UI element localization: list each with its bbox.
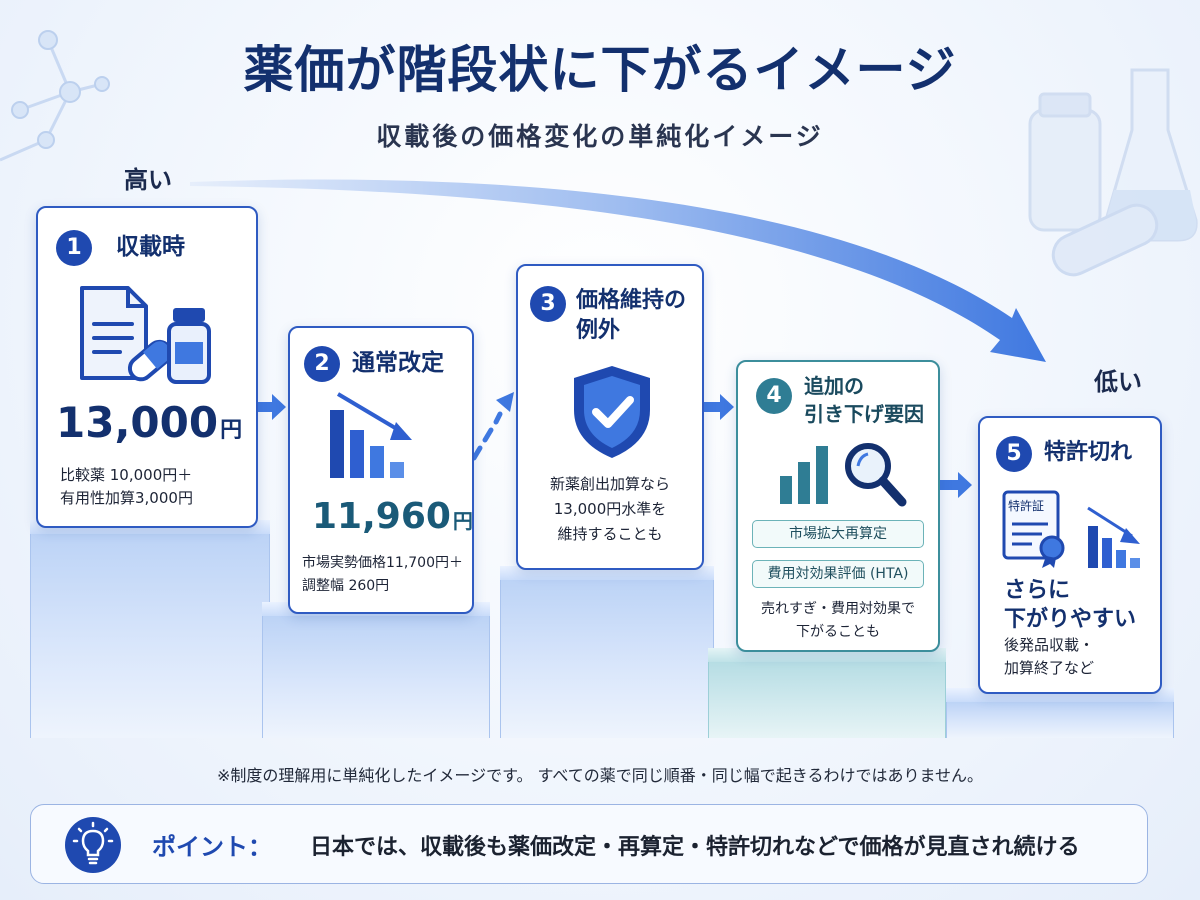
tag-hta: 費用対効果評価 (HTA)	[752, 560, 924, 588]
step-pedestal-3	[500, 566, 714, 738]
emphasis-line: 下がりやすい	[1004, 607, 1137, 632]
step-card-1: 1 収載時 13,000円 比較薬 10,000円＋ 有用性加算3,000円	[36, 206, 258, 528]
step-emphasis-5: さらに 下がりやすい	[1004, 576, 1136, 634]
step-card-4: 4 追加の 引き下げ要因 市場拡大再算定 費用対効果評価 (HTA) 売れすぎ・…	[736, 360, 940, 652]
step-number-2: 2	[304, 346, 340, 382]
step-desc-5: 後発品収載・ 加算終了など	[1004, 634, 1094, 680]
desc-line: 有用性加算3,000円	[60, 489, 193, 507]
desc-line: 維持することも	[557, 525, 663, 543]
step-pedestal-4	[708, 648, 946, 738]
step-title-3: 価格維持の 例外	[576, 286, 686, 346]
page-title: 薬価が階段状に下がるイメージ	[243, 41, 957, 99]
magnifier-icon	[845, 443, 907, 507]
step-number-4: 4	[756, 378, 792, 414]
price-value: 11,960	[312, 496, 451, 537]
bar-chart-icon	[780, 446, 828, 504]
step-number-3: 3	[530, 286, 566, 322]
certificate-icon	[1002, 490, 1065, 568]
step-desc-4: 売れすぎ・費用対効果で 下がることも	[738, 598, 938, 644]
shield-check-icon	[574, 366, 650, 458]
falling-bar-chart-icon	[1087, 506, 1140, 568]
lab-glassware-decoration-icon	[1028, 68, 1198, 277]
label-low: 低い	[1094, 368, 1142, 396]
step-number-5: 5	[996, 436, 1032, 472]
page-subtitle: 収載後の価格変化の単純化イメージ	[376, 122, 824, 151]
step-title-5: 特許切れ	[1044, 440, 1133, 465]
desc-line: 比較薬 10,000円＋	[60, 466, 193, 484]
desc-line: 調整幅 260円	[302, 578, 390, 594]
step-pedestal-5	[946, 688, 1174, 738]
price-value: 13,000	[56, 398, 219, 447]
step-pedestal-2	[262, 602, 490, 738]
desc-line: 加算終了など	[1004, 659, 1095, 677]
certificate-label: 特許証	[1008, 499, 1045, 513]
desc-line: 売れすぎ・費用対効果で	[761, 601, 915, 617]
arrow-4-to-5-icon	[940, 472, 972, 498]
title-line: 価格維持の	[576, 288, 687, 313]
step-price-1: 13,000円	[56, 398, 242, 447]
step-title-4: 追加の 引き下げ要因	[804, 372, 924, 428]
point-label: ポイント：	[152, 833, 272, 861]
desc-line: 新薬創出加算なら	[549, 475, 670, 493]
arrow-2-to-3-dotted-icon	[471, 392, 514, 461]
title-line: 例外	[576, 318, 621, 343]
step-number-1: 1	[56, 230, 92, 266]
document-icon	[80, 286, 173, 382]
label-high: 高い	[124, 166, 172, 194]
desc-line: 後発品収載・	[1004, 636, 1095, 654]
step-title-2: 通常改定	[352, 350, 444, 376]
point-text: 日本では、収載後も薬価改定・再算定・特許切れなどで価格が見直され続ける	[310, 835, 1080, 860]
molecule-decoration-icon	[0, 30, 110, 162]
step-desc-1: 比較薬 10,000円＋ 有用性加算3,000円	[60, 464, 193, 510]
point-box: ポイント： 日本では、収載後も薬価改定・再算定・特許切れなどで価格が見直され続け…	[30, 804, 1148, 884]
step-desc-2: 市場実勢価格11,700円＋ 調整幅 260円	[302, 552, 463, 598]
step-title-1: 収載時	[116, 234, 185, 260]
price-currency: 円	[452, 509, 473, 533]
step-pedestal-1	[30, 520, 270, 738]
arrow-1-to-2-icon	[254, 394, 286, 420]
title-line: 引き下げ要因	[804, 402, 924, 426]
downward-trend-arrow	[190, 179, 1046, 362]
disclaimer-note: ※制度の理解用に単純化したイメージです。 すべての薬で同じ順番・同じ幅で起きるわ…	[216, 766, 983, 785]
desc-line: 13,000円水準を	[553, 500, 667, 518]
vial-icon	[167, 308, 211, 384]
tag-market-expansion: 市場拡大再算定	[752, 520, 924, 548]
desc-line: 市場実勢価格11,700円＋	[302, 555, 463, 571]
arrow-3-to-4-icon	[702, 394, 734, 420]
price-currency: 円	[220, 418, 243, 443]
step-card-3: 3 価格維持の 例外 新薬創出加算なら 13,000円水準を 維持することも	[516, 264, 704, 570]
step-card-5: 5 特許切れ 特許証 さらに 下がりやすい 後発品収載・ 加算終了など	[978, 416, 1162, 694]
desc-line: 下がることも	[796, 624, 880, 640]
title-line: 追加の	[804, 374, 864, 398]
falling-bar-chart-icon	[330, 392, 412, 478]
step-desc-3: 新薬創出加算なら 13,000円水準を 維持することも	[518, 472, 702, 547]
lightbulb-icon	[65, 817, 121, 873]
emphasis-line: さらに	[1004, 578, 1071, 603]
